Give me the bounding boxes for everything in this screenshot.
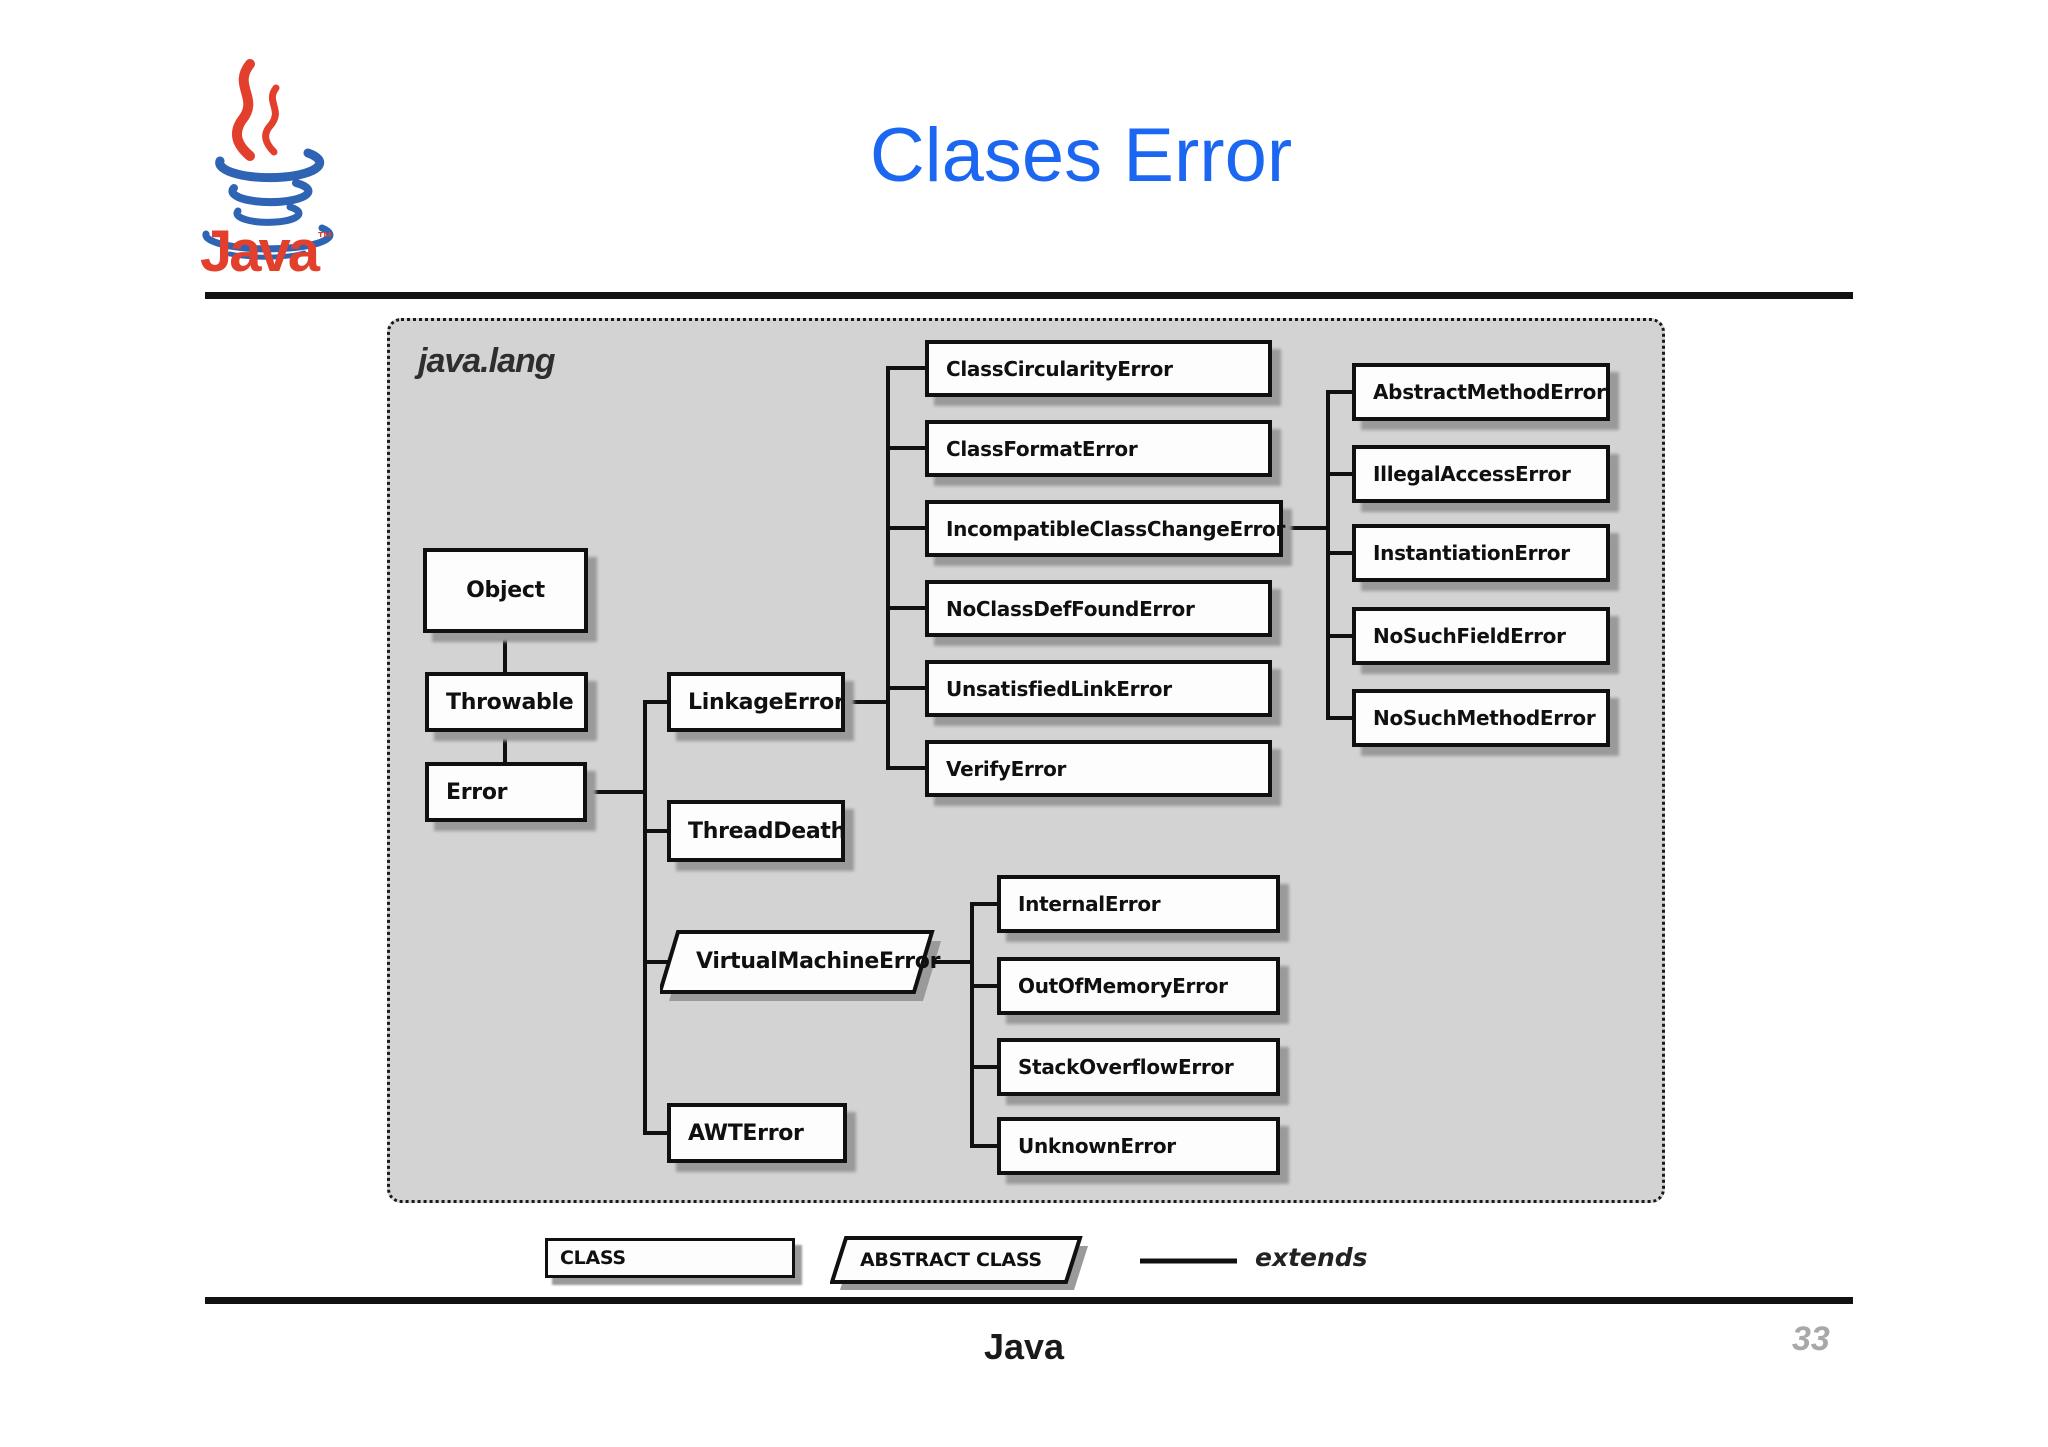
class-box-stack-overflow-error: StackOverflowError [997,1038,1280,1096]
package-label: java.lang [418,342,556,380]
class-box-awt-error: AWTError [667,1103,847,1163]
legend-extends-label: extends [1255,1243,1368,1272]
class-label: UnknownError [1018,1134,1176,1158]
java-logo-icon [202,59,334,260]
class-box-unsatisfied-link-error: UnsatisfiedLinkError [925,660,1272,717]
class-box-incompatible-class-change-error: IncompatibleClassChangeError [925,500,1286,557]
class-label: Error [446,779,508,805]
logo-saucer-under [227,250,307,260]
class-box-class-format-error: ClassFormatError [925,420,1272,477]
class-label: ThreadDeath [688,818,846,844]
header-divider [205,292,1853,299]
class-box-no-class-def-found-error: NoClassDefFoundError [925,580,1272,637]
class-label: IllegalAccessError [1373,462,1571,486]
class-label: NoSuchFieldError [1373,624,1566,648]
class-label: StackOverflowError [1018,1055,1234,1079]
class-label: InternalError [1018,892,1161,916]
class-box-illegal-access-error: IllegalAccessError [1352,445,1610,503]
parallelogram-shape [830,1236,1088,1290]
class-box-verify-error: VerifyError [925,740,1272,797]
class-label: OutOfMemoryError [1018,974,1228,998]
legend-class-box: CLASS [545,1238,795,1278]
class-label: InstantiationError [1373,541,1570,565]
class-label: NoSuchMethodError [1373,706,1596,730]
footer-divider [205,1297,1853,1304]
class-box-linkage-error: LinkageError [667,672,845,732]
class-label: VerifyError [946,756,1067,781]
logo-steam-small [262,84,280,156]
logo-saucer [202,224,334,253]
class-box-instantiation-error: InstantiationError [1352,524,1610,582]
class-label: ClassFormatError [946,436,1138,461]
class-box-throwable: Throwable [425,672,588,732]
java-logo-wordmark: Java™ [200,219,334,284]
logo-cup-band [228,179,313,207]
class-box-object: Object [423,548,588,633]
page-number: 33 [1792,1320,1830,1358]
class-label: Throwable [446,689,574,715]
class-box-thread-death: ThreadDeath [667,800,846,862]
class-box-unknown-error: UnknownError [997,1117,1280,1175]
legend-abstract-class-box: ABSTRACT CLASS [830,1236,1092,1296]
class-label: Object [466,578,545,603]
logo-cup-rim [215,148,325,183]
class-box-internal-error: InternalError [997,875,1280,933]
class-box-abstract-method-error: AbstractMethodError [1352,363,1610,421]
class-label: NoClassDefFoundError [946,596,1195,621]
class-label: VirtualMachineError [696,948,941,974]
parallelogram-shape [660,930,941,1001]
class-label: AWTError [688,1120,804,1146]
class-box-no-such-field-error: NoSuchFieldError [1352,607,1610,665]
class-box-no-such-method-error: NoSuchMethodError [1352,689,1610,747]
class-label: AbstractMethodError [1373,380,1606,404]
class-box-error: Error [425,762,587,822]
legend-class-label: CLASS [560,1247,626,1269]
page-title: Clases Error [869,113,1293,198]
logo-steam-large [231,59,255,161]
abstract-class-box-virtual-machine-error: VirtualMachineError [660,930,956,1010]
class-label: IncompatibleClassChangeError [946,516,1286,541]
class-box-class-circularity-error: ClassCircularityError [925,340,1272,397]
logo-cup-base [233,203,303,226]
class-box-out-of-memory-error: OutOfMemoryError [997,957,1280,1015]
footer-label: Java [983,1326,1065,1367]
class-label: ClassCircularityError [946,356,1173,381]
class-label: LinkageError [688,689,845,715]
trademark-symbol: ™ [317,230,334,247]
legend-abstract-class-label: ABSTRACT CLASS [860,1249,1042,1271]
class-label: UnsatisfiedLinkError [946,676,1172,701]
